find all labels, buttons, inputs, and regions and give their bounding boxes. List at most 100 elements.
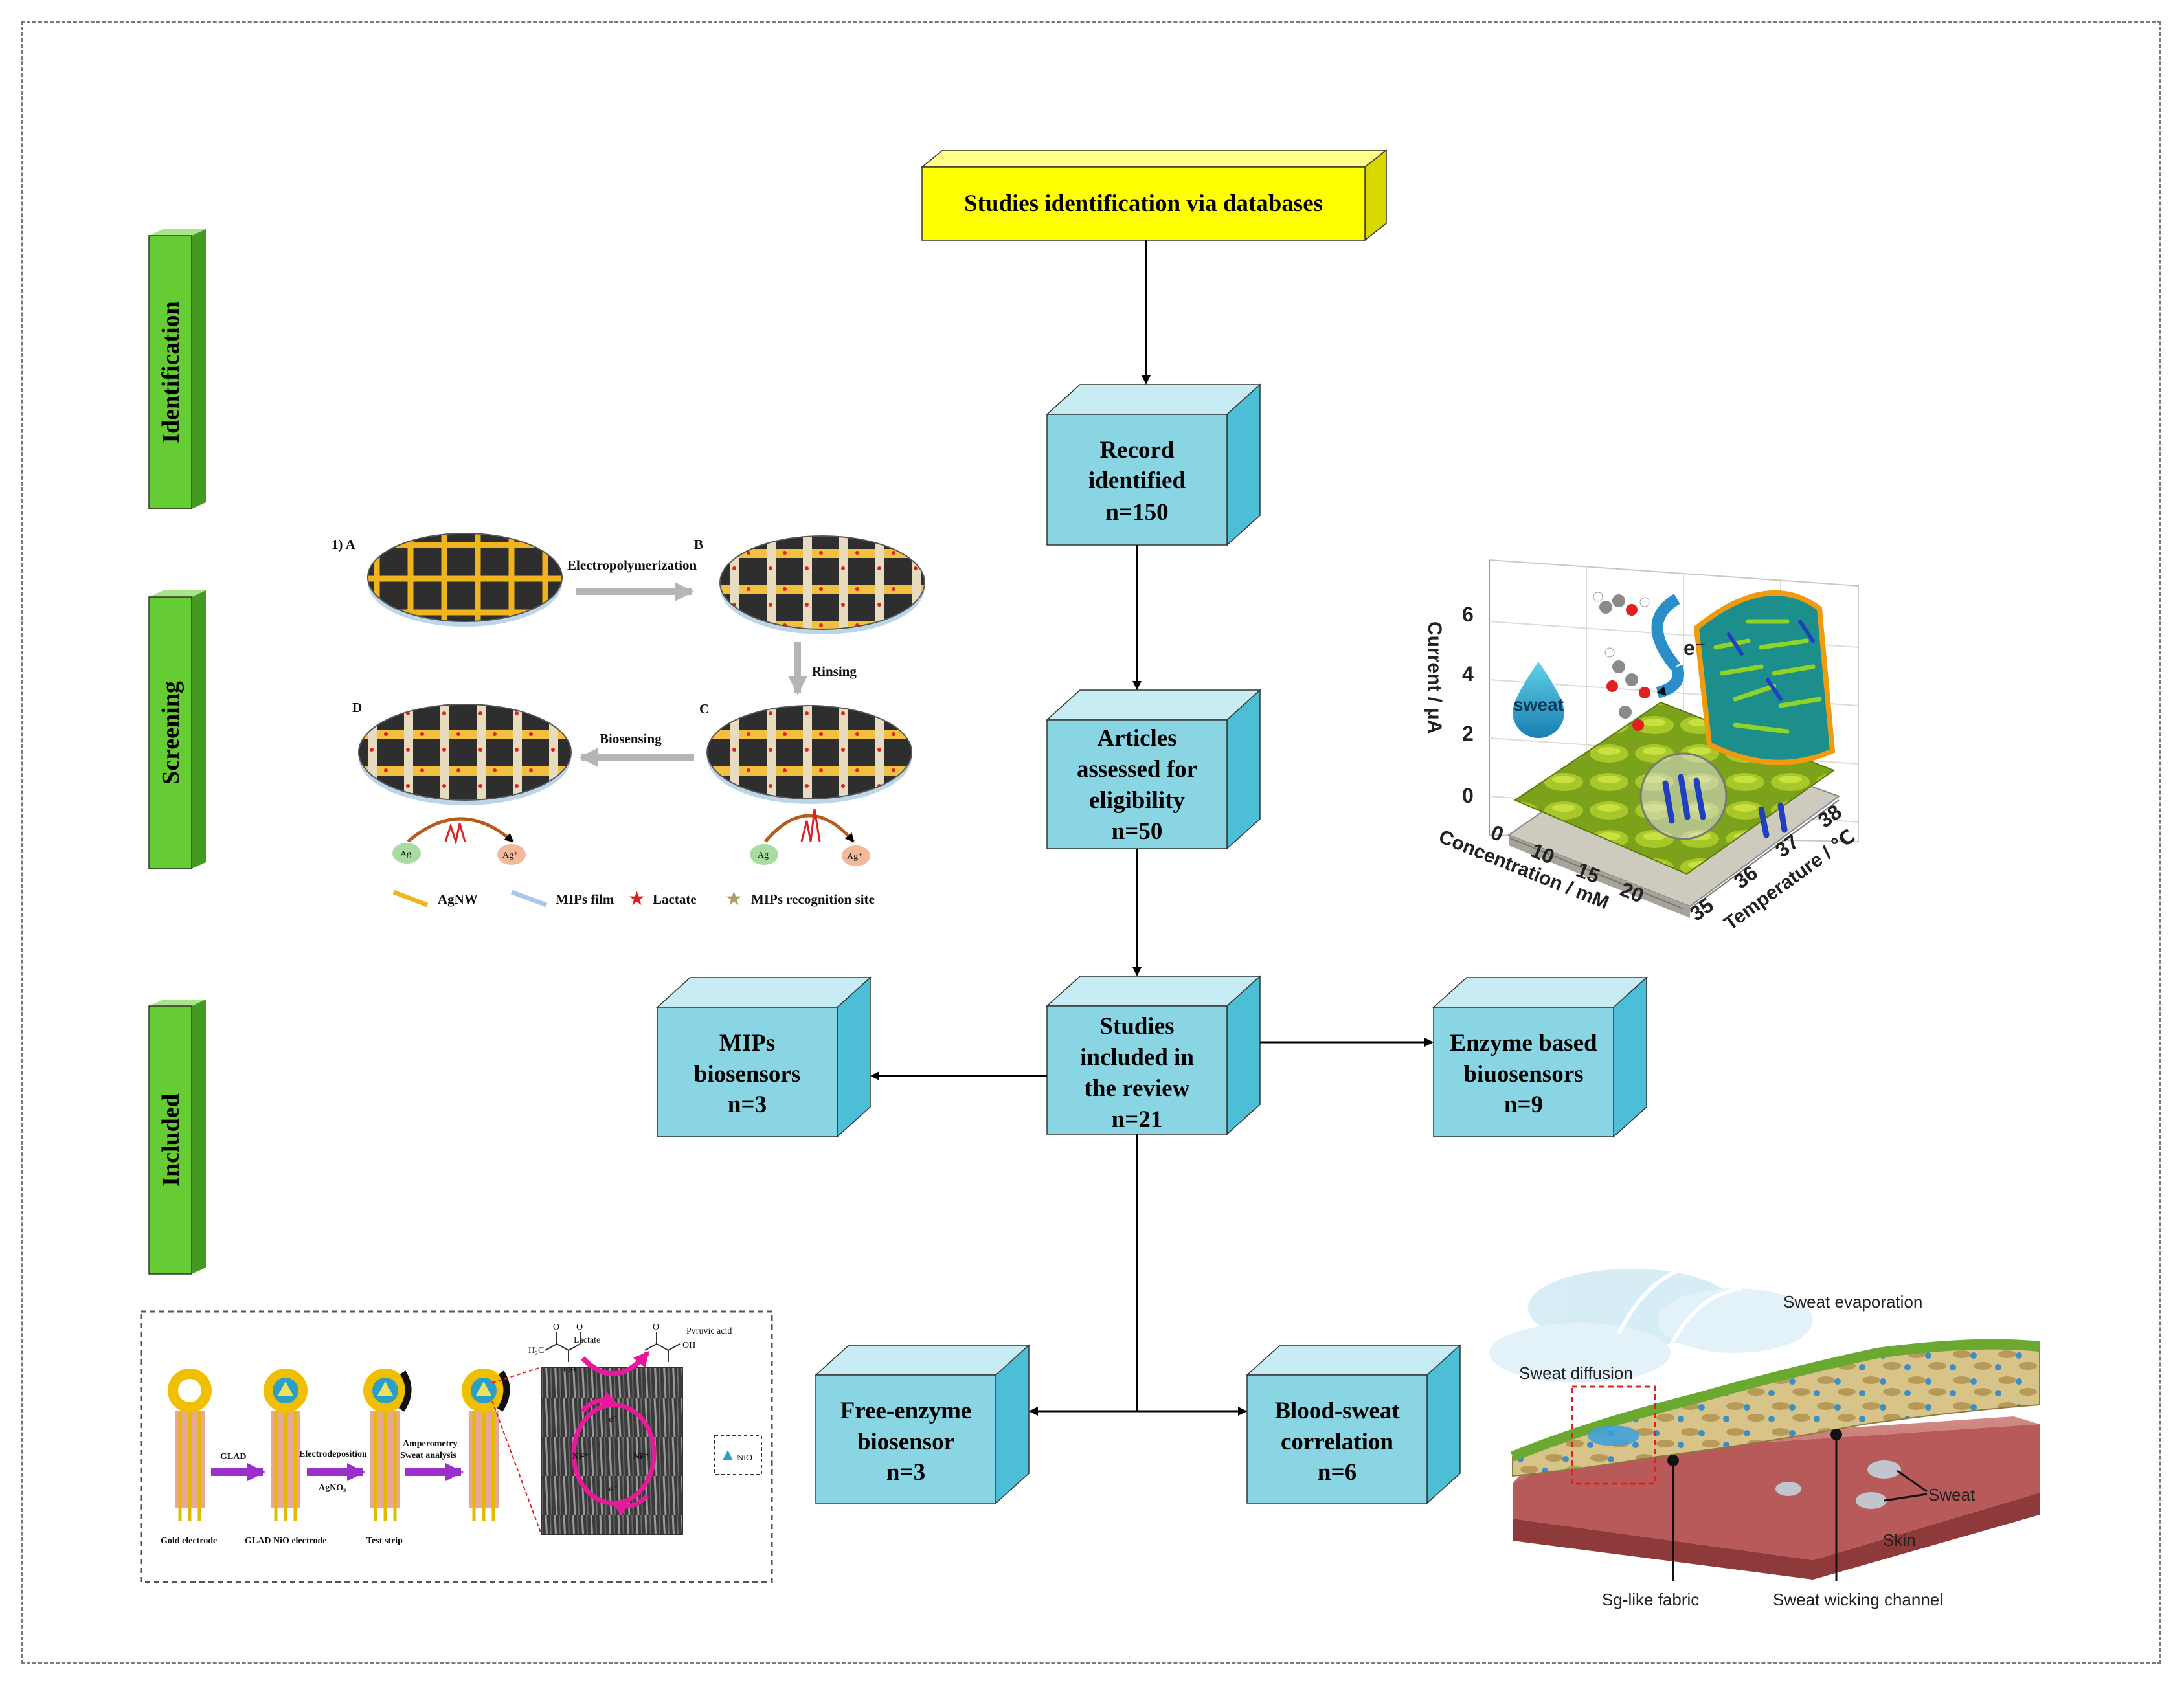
label-sg-fabric: Sg-like fabric bbox=[1602, 1590, 1699, 1609]
record-line2: identified bbox=[1088, 467, 1186, 494]
caption-glad-nio: GLAD NiO electrode bbox=[245, 1536, 327, 1546]
redox-c: Ag Ag⁺ bbox=[750, 809, 870, 866]
legend-recognition: MIPs recognition site bbox=[751, 891, 875, 907]
box-enzyme: Enzyme based biuosensors n=9 bbox=[1432, 976, 1648, 1138]
mips-line1: MIPs bbox=[719, 1030, 775, 1056]
phase-label-included: Included bbox=[157, 1093, 185, 1187]
label-sweat-evaporation: Sweat evaporation bbox=[1783, 1292, 1922, 1312]
ag-d: Ag bbox=[400, 849, 411, 859]
label-sweat-diffusion: Sweat diffusion bbox=[1519, 1363, 1633, 1383]
box-articles: Articles assessed for eligibility n=50 bbox=[1046, 689, 1261, 850]
o-label-2: O bbox=[576, 1323, 583, 1332]
ni2-label: Ni²⁺ bbox=[572, 1452, 589, 1462]
caption-test-strip: Test strip bbox=[366, 1536, 403, 1546]
pyruvic-label: Pyruvic acid bbox=[686, 1326, 732, 1336]
box-studies: Studies included in the review n=21 bbox=[1046, 975, 1261, 1135]
studies-line2: included in bbox=[1080, 1044, 1194, 1071]
disk-c bbox=[706, 705, 912, 804]
free-line2: biosensor bbox=[857, 1429, 954, 1455]
ag-plus-d: Ag⁺ bbox=[502, 851, 519, 860]
flow-connectors bbox=[870, 240, 1434, 1416]
nio-electrode-schematic: GLAD Electrodeposition AgNO₃ Amperometry… bbox=[140, 1310, 773, 1583]
disk-b bbox=[719, 535, 925, 634]
legend-nio: NiO bbox=[737, 1453, 752, 1463]
z-tick-2: 2 bbox=[1462, 722, 1474, 745]
record-count: n=150 bbox=[1105, 499, 1168, 526]
z-axis-label: Current / μA bbox=[1424, 621, 1445, 733]
step-amperometry: Amperometry bbox=[403, 1439, 458, 1449]
record-line1: Record bbox=[1099, 437, 1174, 464]
box-mips: MIPs biosensors n=3 bbox=[656, 976, 872, 1138]
phase-label-screening: Screening bbox=[157, 681, 185, 785]
panel-c-label: C bbox=[699, 701, 709, 717]
drop-label: sweat bbox=[1513, 695, 1564, 715]
redox-d: Ag Ag⁺ bbox=[392, 817, 526, 865]
ag-plus-c: Ag⁺ bbox=[847, 852, 863, 862]
label-sweat: Sweat bbox=[1928, 1485, 1976, 1504]
sweat-fabric-illustration: Sweat evaporation Sweat diffusion Sweat … bbox=[1489, 1267, 2040, 1609]
blood-line1: Blood-sweat bbox=[1274, 1398, 1400, 1424]
electron-label: e⁻ bbox=[1683, 636, 1706, 660]
phase-label-identification: Identification bbox=[157, 301, 185, 443]
step-agno3: AgNO₃ bbox=[319, 1483, 346, 1493]
studies-line1: Studies bbox=[1099, 1013, 1174, 1040]
title-box-text: Studies identification via databases bbox=[964, 190, 1323, 217]
articles-count: n=50 bbox=[1112, 818, 1163, 845]
lactate-label: Lactate bbox=[574, 1335, 600, 1345]
disk-d bbox=[358, 704, 572, 805]
disk-a bbox=[367, 533, 563, 627]
z-tick-6: 6 bbox=[1462, 603, 1474, 626]
legend-agnw: AgNW bbox=[438, 891, 478, 907]
oh-label-pyruvic: OH bbox=[682, 1341, 695, 1350]
studies-count: n=21 bbox=[1112, 1106, 1163, 1133]
enzyme-line1: Enzyme based bbox=[1450, 1030, 1597, 1056]
box-blood-sweat: Blood-sweat correlation n=6 bbox=[1246, 1344, 1461, 1504]
mips-legend: AgNW MIPs film ★ Lactate ★ MIPs recognit… bbox=[392, 888, 875, 910]
free-line1: Free-enzyme bbox=[840, 1398, 972, 1424]
o-label-3: O bbox=[653, 1323, 659, 1332]
title-box: Studies identification via databases bbox=[920, 149, 1388, 241]
panel-1a-label: 1) A bbox=[332, 537, 356, 552]
fan-structure bbox=[1693, 590, 1836, 765]
step-glad: GLAD bbox=[220, 1452, 246, 1462]
step-electropolymerization: Electropolymerization bbox=[567, 557, 697, 573]
panel-b-label: B bbox=[694, 537, 703, 552]
recognition-star-icon: ★ bbox=[725, 888, 743, 910]
mips-schematic: 1) A B C D Electropolymerization Rinsing bbox=[332, 533, 925, 910]
molecules bbox=[1593, 592, 1650, 731]
legend-lactate: Lactate bbox=[653, 891, 697, 907]
electrode-test-strip bbox=[363, 1369, 412, 1521]
phase-identification: Identification bbox=[148, 229, 206, 509]
label-wicking-channel: Sweat wicking channel bbox=[1773, 1590, 1943, 1609]
step-biosensing: Biosensing bbox=[600, 731, 662, 746]
lactate-star-icon: ★ bbox=[628, 888, 646, 910]
phase-included: Included bbox=[148, 1000, 206, 1275]
electrode-gold bbox=[168, 1369, 212, 1521]
box-free-enzyme: Free-enzyme biosensor n=3 bbox=[815, 1344, 1030, 1504]
electrode-sweat bbox=[462, 1369, 510, 1521]
studies-line3: the review bbox=[1085, 1075, 1190, 1102]
step-electrodeposition: Electrodeposition bbox=[299, 1449, 367, 1459]
h3c-label: H₃C bbox=[528, 1346, 544, 1356]
enzyme-count: n=9 bbox=[1504, 1091, 1543, 1118]
x-tick-0: 0 bbox=[1487, 820, 1507, 846]
articles-line1: Articles bbox=[1097, 725, 1176, 752]
ag-c: Ag bbox=[758, 851, 769, 860]
legend-mips-film: MIPs film bbox=[556, 891, 614, 907]
blood-count: n=6 bbox=[1318, 1459, 1357, 1486]
panel-d-label: D bbox=[352, 700, 362, 715]
caption-gold-electrode: Gold electrode bbox=[161, 1536, 217, 1546]
nio-triangle-icon bbox=[723, 1450, 733, 1460]
box-record: Record identified n=150 bbox=[1046, 383, 1261, 546]
current-3d-plot: e⁻ sweat 6 4 2 0 Current / μA 0 10 15 20… bbox=[1424, 559, 1859, 935]
electron-bottom: e⁻ bbox=[609, 1484, 618, 1494]
ni3-label: Ni³⁺ bbox=[633, 1452, 650, 1462]
step-sweat-analysis: Sweat analysis bbox=[400, 1451, 456, 1460]
dashed-frame bbox=[21, 21, 2161, 1664]
blood-line2: correlation bbox=[1281, 1429, 1393, 1455]
step-rinsing: Rinsing bbox=[812, 664, 857, 679]
phase-screening: Screening bbox=[148, 590, 206, 869]
electron-top: e⁻ bbox=[609, 1414, 618, 1424]
mips-line2: biosensors bbox=[694, 1061, 800, 1088]
